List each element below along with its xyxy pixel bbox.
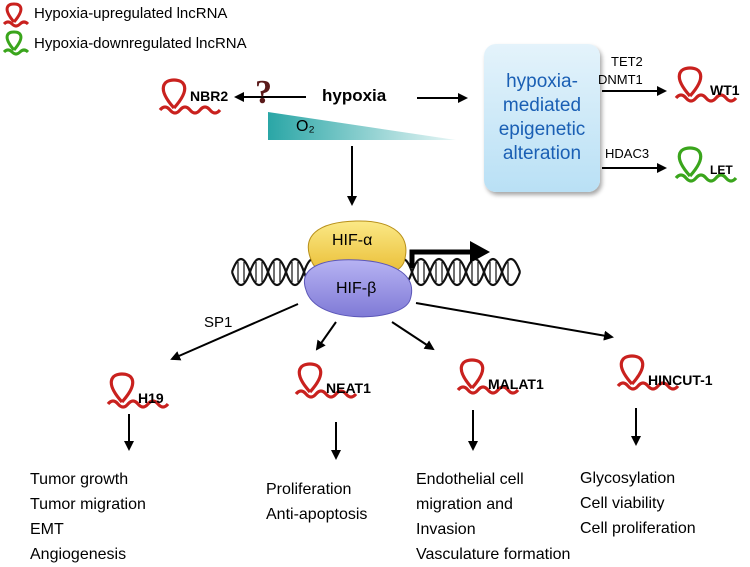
epigenetic-line-1: hypoxia-	[506, 71, 578, 92]
malat1-effects-list: Endothelial cell migration and Invasion …	[416, 467, 570, 567]
arrow-hif-to-h19	[170, 303, 299, 361]
epigenetic-line-3: epigenetic	[498, 119, 586, 140]
hypoxia-label: hypoxia	[322, 86, 387, 105]
lncrna-h19-icon	[106, 372, 170, 409]
regulator-sp1: SP1	[204, 314, 233, 331]
lncrna-malat1-icon	[456, 358, 520, 395]
arrow-hif-to-malat1	[391, 321, 435, 351]
epigenetic-line-4: alteration	[502, 143, 582, 164]
lncrna-neat1-label: NEAT1	[326, 380, 371, 396]
legend-down-icon	[2, 30, 30, 56]
lncrna-let-label: LET	[710, 163, 733, 177]
legend-up-icon	[2, 2, 30, 28]
unknown-mechanism-question-mark: ?	[255, 74, 272, 111]
hincut1-effects-list: Glycosylation Cell viability Cell prolif…	[580, 466, 696, 541]
lncrna-let-icon	[674, 146, 738, 183]
hif-beta-shape	[304, 259, 413, 318]
h19-effects-list: Tumor growth Tumor migration EMT Angioge…	[30, 467, 146, 567]
transcription-arrowhead	[470, 241, 490, 263]
lncrna-nbr2-label: NBR2	[190, 88, 229, 104]
o2-label: O₂	[296, 118, 315, 135]
h19-effect-item: Angiogenesis	[30, 546, 127, 563]
hif-beta-label: HIF-β	[336, 280, 377, 297]
o2-gradient-wedge	[268, 112, 456, 140]
lncrna-neat1-icon	[294, 362, 358, 399]
regulator-hdac3: HDAC3	[605, 146, 650, 161]
hincut1-effect-item: Glycosylation	[580, 470, 676, 487]
lncrna-nbr2-icon	[158, 78, 222, 115]
arrow-hif-to-hincut1	[415, 302, 614, 341]
malat1-effect-item: Vasculature formation	[416, 546, 571, 563]
h19-effect-item: Tumor migration	[30, 496, 146, 513]
regulator-tet2: TET2	[611, 54, 643, 69]
lncrna-hincut1-label: HINCUT-1	[648, 372, 713, 388]
h19-effect-item: EMT	[30, 521, 64, 538]
arrow-hif-to-neat1	[315, 321, 337, 351]
malat1-effect-item: migration and	[416, 496, 513, 513]
legend-down-label: Hypoxia-downregulated lncRNA	[34, 35, 247, 52]
lncrna-hincut1-icon	[616, 354, 680, 391]
neat1-effect-item: Anti-apoptosis	[266, 506, 368, 523]
lncrna-h19-label: H19	[138, 390, 164, 406]
lncrna-wt1-icon	[674, 66, 738, 103]
neat1-effects-list: Proliferation Anti-apoptosis	[266, 477, 367, 527]
malat1-effect-item: Invasion	[416, 521, 476, 538]
epigenetic-line-2: mediated	[502, 95, 582, 116]
lncrna-wt1-label: WT1	[710, 82, 740, 98]
hincut1-effect-item: Cell viability	[580, 495, 665, 512]
malat1-effect-item: Endothelial cell	[416, 471, 524, 488]
regulator-dnmt1: DNMT1	[598, 72, 643, 87]
epigenetic-alteration-box: hypoxia- mediated epigenetic alteration	[484, 44, 600, 192]
neat1-effect-item: Proliferation	[266, 481, 352, 498]
transcription-start-arrow	[409, 249, 472, 268]
legend-up-label: Hypoxia-upregulated lncRNA	[34, 5, 228, 22]
hif-alpha-label: HIF-α	[332, 232, 373, 249]
hincut1-effect-item: Cell proliferation	[580, 520, 696, 537]
h19-effect-item: Tumor growth	[30, 471, 129, 488]
lncrna-malat1-label: MALAT1	[488, 376, 544, 392]
